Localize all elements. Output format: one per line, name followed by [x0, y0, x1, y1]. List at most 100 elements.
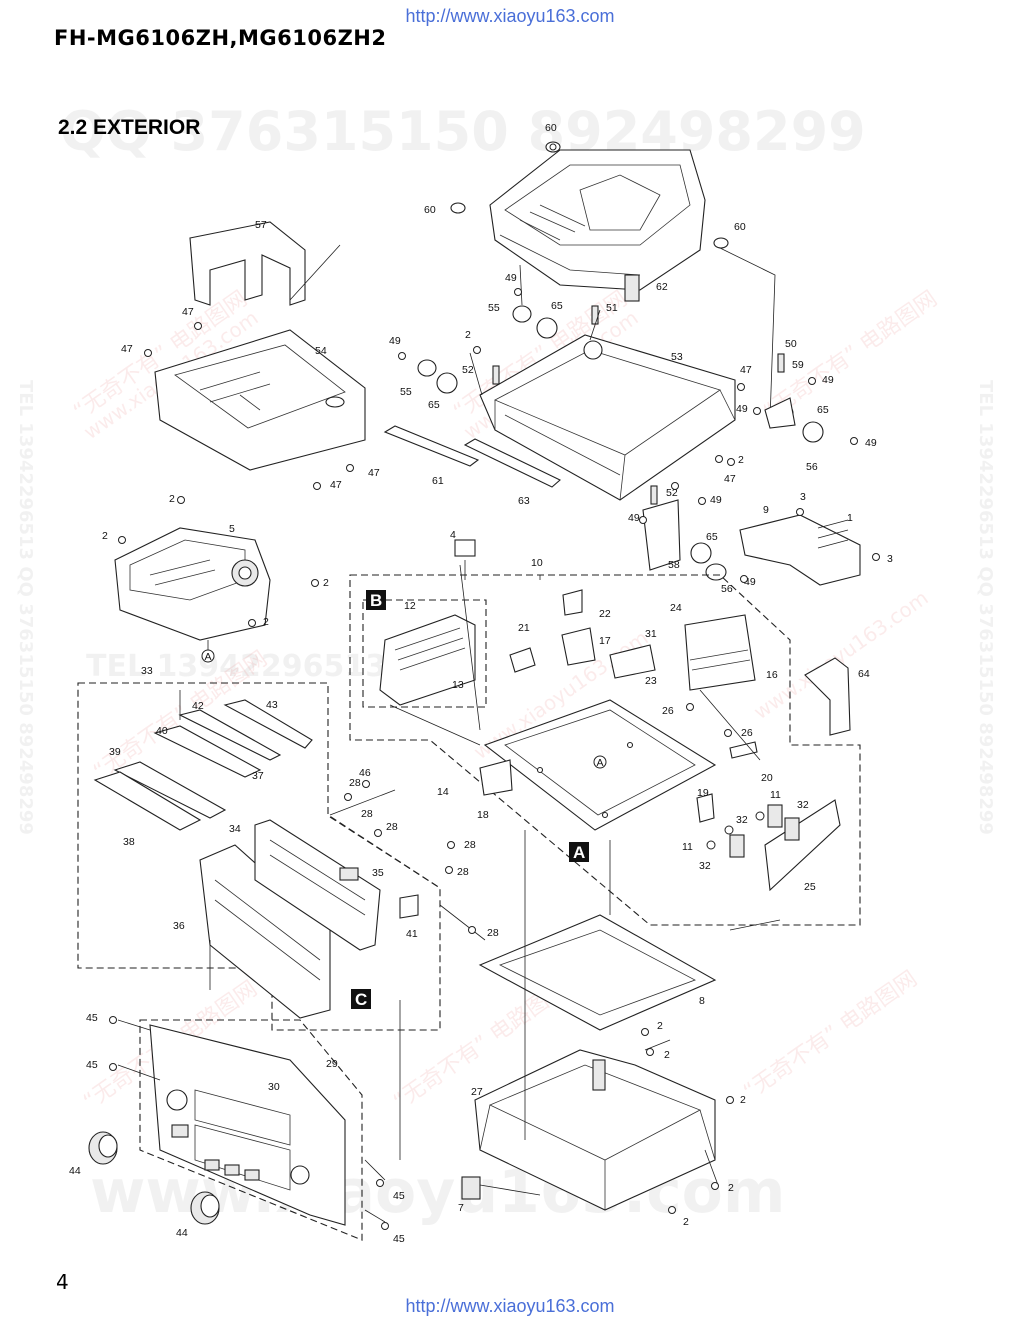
display-group-outline — [77, 682, 441, 1031]
callout: 62 — [656, 281, 668, 293]
front-panel-outline — [139, 1019, 363, 1241]
strip-61 — [383, 425, 480, 467]
callout: 65 — [817, 404, 829, 416]
callout: 9 — [763, 504, 769, 516]
callout: 65 — [428, 399, 440, 411]
callout: 49 — [505, 272, 517, 284]
callout: 45 — [86, 1012, 98, 1024]
callout: 11 — [770, 789, 781, 801]
callout: 33 — [141, 665, 153, 677]
callout: 2 — [263, 616, 269, 628]
callout: 45 — [86, 1059, 98, 1071]
callout: 64 — [858, 668, 870, 680]
callout: 36 — [173, 920, 185, 932]
callout: 28 — [349, 777, 361, 789]
callout: 60 — [545, 122, 557, 134]
callout: 1 — [847, 512, 853, 524]
header-url[interactable]: http://www.xiaoyu163.com — [405, 6, 615, 26]
callout: 32 — [736, 814, 748, 826]
callout: 49 — [736, 403, 748, 415]
callout: 53 — [671, 351, 683, 363]
circled-ref-a-2: A — [593, 755, 607, 769]
svg-text:A: A — [205, 651, 212, 663]
callout: 47 — [330, 479, 342, 491]
watermark-tel: TEL 13942296513 — [86, 649, 386, 684]
callout: 47 — [182, 306, 194, 318]
callout: 4 — [450, 529, 456, 541]
callout: 55 — [488, 302, 500, 314]
callout: 44 — [176, 1227, 188, 1239]
callout: 13 — [452, 679, 464, 691]
circled-ref-a-1: A — [201, 649, 215, 663]
callout: 42 — [192, 700, 204, 712]
callout: 22 — [599, 608, 611, 620]
front-panel — [149, 1024, 346, 1226]
callout: 26 — [741, 727, 753, 739]
callout: 65 — [706, 531, 718, 543]
callout: 44 — [69, 1165, 81, 1177]
callout: 47 — [121, 343, 133, 355]
callout: 61 — [432, 475, 444, 487]
strip-63 — [463, 438, 561, 488]
screws — [109, 143, 880, 1230]
callout: 19 — [697, 787, 709, 799]
callout: 8 — [699, 995, 705, 1007]
svg-text:B: B — [370, 591, 382, 610]
callout: 46 — [359, 767, 371, 779]
callout: 25 — [804, 881, 816, 893]
lower-chassis — [461, 1049, 716, 1211]
svg-text:C: C — [355, 990, 367, 1009]
callout-labels: 60 60 60 62 57 47 47 54 47 47 49 55 65 5… — [69, 122, 893, 1245]
callout: 51 — [606, 302, 618, 314]
callout: 60 — [734, 221, 746, 233]
pickup-assembly — [114, 527, 271, 641]
watermark-side-right: TEL 13942296513 QQ 376315150 892498299 — [975, 380, 996, 835]
callout: 28 — [386, 821, 398, 833]
callout: 32 — [699, 860, 711, 872]
callout: 14 — [437, 786, 449, 798]
footer-url[interactable]: http://www.xiaoyu163.com — [405, 1296, 615, 1316]
callout: 21 — [518, 622, 530, 634]
callout: 28 — [464, 839, 476, 851]
callout: 2 — [323, 577, 329, 589]
section-heading: 2.2 EXTERIOR — [58, 116, 201, 139]
page-number: 4 — [56, 1270, 69, 1294]
heatsink-board — [706, 799, 841, 892]
watermark-red-brand-7: “无奇不有” 电路图网 — [739, 966, 922, 1105]
watermark-side-left: TEL 13942296513 QQ 376315150 892498299 — [15, 380, 36, 835]
bracket-9 — [739, 514, 861, 586]
board-b — [379, 614, 476, 706]
callout: 3 — [800, 491, 806, 503]
callout: 54 — [315, 345, 327, 357]
callout: 56 — [721, 583, 733, 595]
callout: 2 — [664, 1049, 670, 1061]
callout: 57 — [255, 219, 267, 231]
callout: 28 — [457, 866, 469, 878]
callout: 28 — [361, 808, 373, 820]
svg-text:A: A — [573, 843, 585, 862]
callout: 23 — [645, 675, 657, 687]
svg-text:A: A — [597, 757, 604, 769]
callout: 10 — [531, 557, 543, 569]
callout: 7 — [458, 1202, 464, 1214]
callout: 32 — [797, 799, 809, 811]
top-plate — [154, 329, 366, 471]
callout: 49 — [710, 494, 722, 506]
callout: 50 — [785, 338, 797, 350]
callout: 41 — [406, 928, 418, 940]
callout: 58 — [668, 559, 680, 571]
callout: 49 — [822, 374, 834, 386]
callout: 45 — [393, 1233, 405, 1245]
display-parts — [93, 699, 313, 831]
callout: 2 — [683, 1216, 689, 1228]
pcb-group-outline — [349, 574, 861, 926]
callout: 2 — [740, 1094, 746, 1106]
callout: 35 — [372, 867, 384, 879]
callout: 49 — [628, 512, 640, 524]
callout: 17 — [599, 635, 611, 647]
callout: 40 — [156, 725, 168, 737]
callout: 30 — [268, 1081, 280, 1093]
marker-c: C — [351, 989, 371, 1009]
callout: 52 — [666, 487, 678, 499]
